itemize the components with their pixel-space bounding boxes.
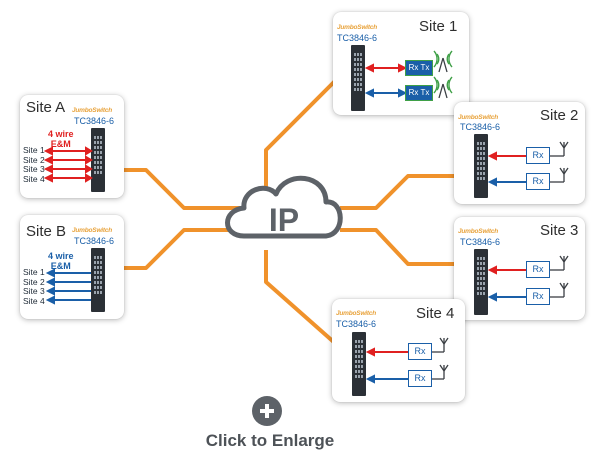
rx-radio: Rx xyxy=(408,370,432,387)
site-4-title: Site 4 xyxy=(416,305,455,322)
rx-radio: Rx xyxy=(526,147,550,164)
cloud-shape xyxy=(225,175,343,239)
device-model: TC3846-6 xyxy=(460,237,501,247)
rx-radio: Rx xyxy=(526,288,550,305)
site-2-title: Site 2 xyxy=(540,107,579,124)
link-site-a xyxy=(106,168,240,210)
jumboswitch-device xyxy=(474,134,488,198)
link-site-2 xyxy=(340,174,464,210)
site-b-title: Site B xyxy=(26,223,67,240)
antenna-icon xyxy=(432,337,449,380)
site-2-card[interactable]: Site 2 JumboSwitch TC3846-6 Rx Rx xyxy=(454,102,585,204)
link-site-b xyxy=(106,228,240,270)
site-b-wire-label: 4 wire E&M xyxy=(48,251,74,271)
wire-label-line1: 4 wire xyxy=(48,251,74,261)
jumboswitch-device xyxy=(91,128,105,192)
site-3-card[interactable]: Site 3 JumboSwitch TC3846-6 Rx Rx xyxy=(454,217,585,320)
device-model: TC3846-6 xyxy=(74,236,115,246)
jumboswitch-device xyxy=(352,332,366,396)
site-1-title: Site 1 xyxy=(419,18,458,35)
device-model: TC3846-6 xyxy=(337,33,378,43)
site-b-card[interactable]: Site B JumboSwitch TC3846-6 4 wire E&M S… xyxy=(20,215,124,319)
site-a-red-arrows xyxy=(43,146,93,183)
rx-radio: Rx xyxy=(526,173,550,190)
plus-icon[interactable] xyxy=(252,396,282,426)
jumboswitch-device xyxy=(351,45,365,111)
wire-label-line1: 4 wire xyxy=(48,129,74,139)
cloud-label: IP xyxy=(269,202,299,238)
device-model: TC3846-6 xyxy=(460,122,501,132)
jumboswitch-device xyxy=(474,249,488,315)
site-4-card[interactable]: Site 4 JumboSwitch TC3846-6 Rx Rx xyxy=(332,299,465,402)
device-model: TC3846-6 xyxy=(74,116,115,126)
brand-logo: JumboSwitch xyxy=(458,228,499,235)
antenna-icon xyxy=(550,255,569,298)
jumboswitch-device xyxy=(91,248,105,312)
site-4-arrows xyxy=(365,337,449,384)
brand-logo: JumboSwitch xyxy=(458,114,499,121)
site-1-card[interactable]: Site 1 JumboSwitch TC3846-6 xyxy=(333,12,469,115)
link-site-1 xyxy=(264,78,338,188)
rx-radio: Rx xyxy=(408,343,432,360)
wire-label-line2: E&M xyxy=(50,139,71,149)
site-b-blue-arrows xyxy=(45,268,91,305)
link-site-3 xyxy=(340,228,466,266)
site-a-line-labels: Site 1 Site 2 Site 3 Site 4 xyxy=(23,145,45,184)
site-b-line-labels: Site 1 Site 2 Site 3 Site 4 xyxy=(23,267,45,306)
brand-logo: JumboSwitch xyxy=(336,310,377,317)
antenna-icon xyxy=(550,141,569,183)
rx-tx-radio: Rx Tx xyxy=(405,60,433,76)
brand-logo: JumboSwitch xyxy=(72,107,113,114)
site-2-arrows xyxy=(487,141,569,187)
site-a-title: Site A xyxy=(26,99,66,116)
site-3-arrows xyxy=(487,255,569,302)
device-model: TC3846-6 xyxy=(336,319,377,329)
site-a-card[interactable]: Site A JumboSwitch TC3846-6 4 wire E&M S… xyxy=(20,95,124,198)
site-a-wire-label: 4 wire E&M xyxy=(48,129,74,149)
site-1-arrows xyxy=(364,50,453,99)
site-3-title: Site 3 xyxy=(540,222,579,239)
click-to-enlarge-link[interactable]: Click to Enlarge xyxy=(205,431,335,450)
rx-radio: Rx xyxy=(526,261,550,278)
rx-tx-radio: Rx Tx xyxy=(405,85,433,101)
brand-logo: JumboSwitch xyxy=(72,227,113,234)
tower-icon xyxy=(438,57,448,99)
link-site-4 xyxy=(264,250,338,346)
wireless-signal-icon xyxy=(433,50,453,94)
brand-logo: JumboSwitch xyxy=(337,24,378,31)
wire-label-line2: E&M xyxy=(50,261,71,271)
